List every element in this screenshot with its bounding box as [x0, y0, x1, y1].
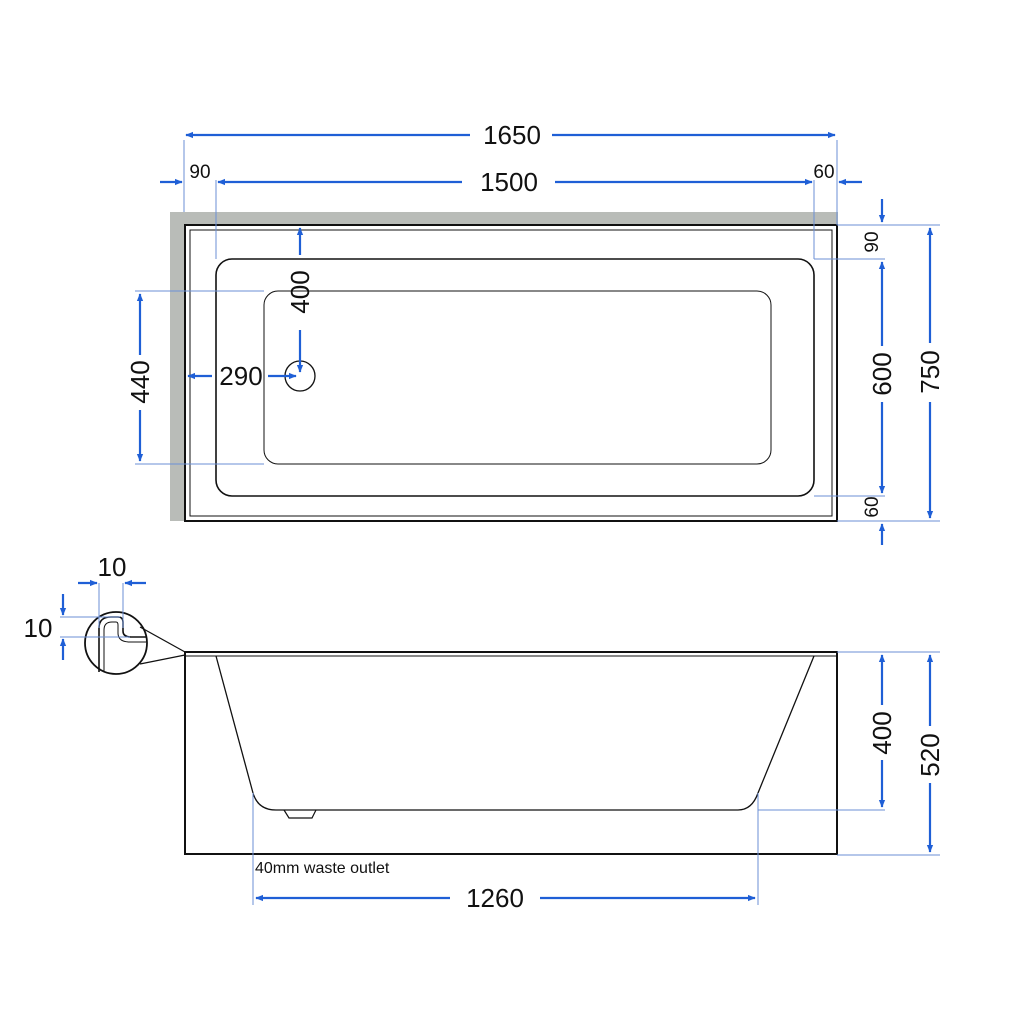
plan-floor: [263, 290, 772, 465]
dim-text-inner-width: 600: [867, 352, 897, 395]
dim-text-detail-width: 10: [98, 552, 127, 582]
dim-text-waste-from-rim: 400: [285, 270, 315, 313]
plan-extension-lines: [135, 140, 940, 522]
dim-text-right-rim: 60: [813, 162, 834, 183]
dim-text-bottom-rim: 60: [862, 496, 883, 517]
waste-outlet-note: 40mm waste outlet: [255, 860, 390, 877]
dim-text-depth: 400: [867, 711, 897, 754]
side-extension-lines: [252, 651, 940, 905]
dim-text-overall-length: 1650: [483, 120, 541, 150]
side-basin-profile: [215, 655, 815, 811]
side-outer-panel: [184, 651, 838, 855]
dim-text-overall-height: 520: [915, 733, 945, 776]
dim-text-floor-length: 1260: [466, 883, 524, 913]
wall-left: [170, 212, 184, 521]
dim-text-floor-width: 440: [125, 360, 155, 403]
dim-text-detail-height: 10: [24, 613, 53, 643]
dim-text-inner-length: 1500: [480, 167, 538, 197]
detail-leader-bottom: [139, 654, 186, 665]
detail-leader-top: [139, 626, 186, 653]
side-waste-outlet: [283, 809, 317, 819]
dim-text-top-rim: 90: [862, 231, 883, 252]
dim-text-waste-from-end: 290: [219, 361, 262, 391]
side-view: 10 10 400 520 1260 40mm waste outlet: [24, 552, 945, 913]
rim-detail-circle: [84, 611, 148, 675]
plan-view: 1650 1500 90 60 90 600 60 750 440 290 40…: [125, 120, 945, 545]
dim-text-left-rim: 90: [189, 162, 210, 183]
rim-detail-profile: [98, 616, 147, 672]
dim-text-overall-width: 750: [915, 350, 945, 393]
detail-extension-lines: [60, 583, 130, 638]
plan-outer-rim: [184, 224, 838, 522]
plan-basin: [215, 258, 815, 497]
wall-top: [170, 212, 838, 224]
